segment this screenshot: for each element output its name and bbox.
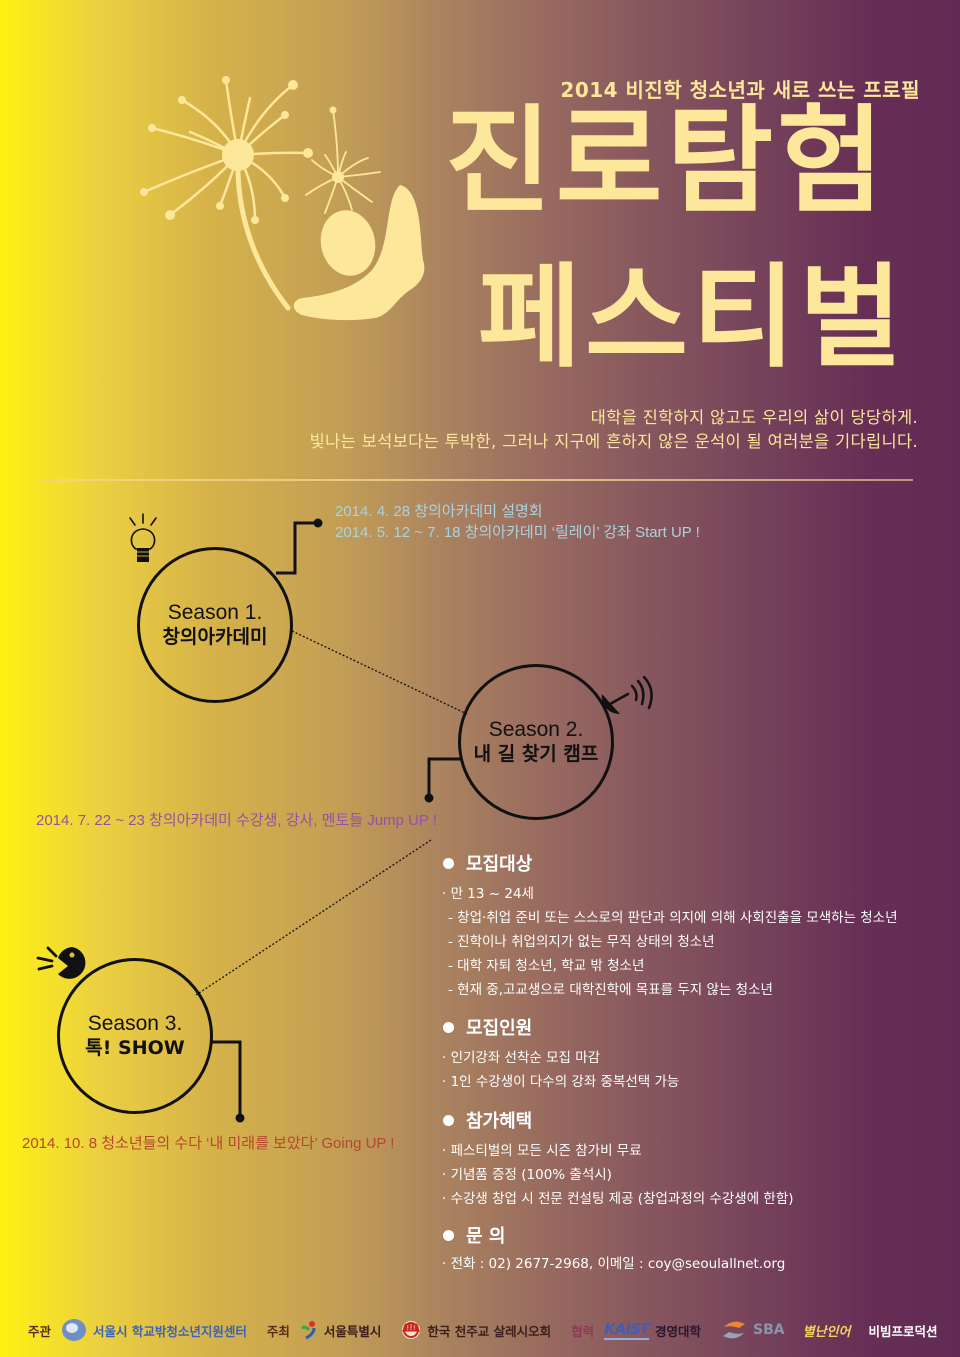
- recruit-target-heading: 모집대상: [440, 850, 898, 876]
- host-salesian: 한국 천주교 살레시오회: [427, 1323, 552, 1339]
- season-1-event-1: 2014. 4. 28 창의아카데미 설명회: [335, 503, 543, 520]
- partner-calligraphy-logo: 별난인어: [802, 1324, 851, 1340]
- benefits-section: 참가혜택 · 페스티벌의 모든 시즌 참가비 무료 · 기념품 증정 (100%…: [440, 1107, 794, 1211]
- salesian-logo-icon: ᚙ: [402, 1321, 421, 1339]
- partner-bibim-production: 비빔프로덕션: [868, 1323, 938, 1339]
- season-3-title: Season 3.: [87, 1012, 183, 1035]
- season-1-circle: Season 1. 창의아카데미: [137, 547, 293, 703]
- sba-logo-icon: [723, 1321, 746, 1339]
- shouting-face-icon: [36, 946, 86, 979]
- season-2-circle: Season 2. 내 길 찾기 캠프: [458, 664, 614, 820]
- lightbulb-icon: [129, 513, 157, 562]
- kaist-logo: KAIST: [604, 1320, 650, 1340]
- bullet-dot-icon: [443, 1021, 454, 1033]
- recruit-count-item: · 1인 수강생이 다수의 강좌 중복선택 가능: [442, 1074, 680, 1090]
- benefit-item: · 기념품 증정 (100% 출석시): [442, 1167, 612, 1183]
- season-1-events: 2014. 4. 28 창의아카데미 설명회 2014. 5. 12 ~ 7. …: [335, 501, 700, 543]
- sponsor-footer: 주관 서울시 학교밖청소년지원센터 주최 서울특별시 ᚙ 한국 천주교 살레시오…: [0, 1314, 960, 1346]
- season-2-title: Season 2.: [488, 718, 584, 741]
- season-2-event: 2014. 7. 22 ~ 23 창의아카데미 수강생, 강사, 멘토들 Jum…: [36, 812, 437, 829]
- season-3-circle: Season 3. 톡! SHOW: [57, 958, 213, 1114]
- poster-title-line-2: 페스티벌: [478, 253, 907, 383]
- bullet-dot-icon: [443, 857, 454, 869]
- benefits-heading: 참가혜택: [440, 1107, 794, 1133]
- season-2-subtitle: 내 길 찾기 캠프: [473, 743, 599, 765]
- poster-subtitle: 2014 비진학 청소년과 새로 쓰는 프로필: [560, 78, 920, 102]
- season-3-subtitle: 톡! SHOW: [85, 1037, 185, 1059]
- season-1-subtitle: 창의아카데미: [162, 626, 268, 648]
- recruit-target-item: - 대학 자퇴 청소년, 학교 밖 청소년: [448, 958, 645, 974]
- contact-heading: 문 의: [440, 1222, 785, 1248]
- recruit-count-heading: 모집인원: [440, 1014, 679, 1040]
- recruit-target-item: - 진학이나 취업의지가 없는 무직 상태의 청소년: [448, 934, 715, 950]
- recruit-count-section: 모집인원 · 인기강좌 선착순 모집 마감 · 1인 수강생이 다수의 강좌 중…: [440, 1014, 679, 1094]
- host-seoul: 서울특별시: [323, 1323, 382, 1339]
- tagline: 대학을 진학하지 않고도 우리의 삶이 당당하게. 빛나는 보석보다는 투박한,…: [310, 406, 918, 454]
- host-label: 주최: [266, 1323, 290, 1339]
- recruit-target-heading-text: 모집대상: [466, 854, 533, 875]
- recruit-target-item: - 현재 중,고교생으로 대학진학에 목표를 두지 않는 청소년: [448, 982, 773, 998]
- partner-sba: SBA: [753, 1322, 785, 1338]
- season-3-event: 2014. 10. 8 청소년들의 수다 ‘내 미래를 보았다’ Going U…: [22, 1135, 395, 1152]
- season-1-event-2: 2014. 5. 12 ~ 7. 18 창의아카데미 ‘릴레이’ 강좌 Star…: [335, 524, 700, 541]
- contact-info: · 전화 : 02) 2677-2968, 이메일 : coy@seoulall…: [442, 1256, 786, 1272]
- dandelion-figure-illustration: [140, 76, 425, 321]
- recruit-target-item: - 창업·취업 준비 또는 스스로의 판단과 의지에 의해 사회진출을 모색하는…: [448, 910, 898, 926]
- benefits-heading-text: 참가혜택: [466, 1111, 533, 1132]
- organizer-name: 서울시 학교밖청소년지원센터: [93, 1323, 247, 1339]
- recruit-target-section: 모집대상 · 만 13 ~ 24세 - 창업·취업 준비 또는 스스로의 판단과…: [440, 850, 898, 1002]
- bullet-dot-icon: [443, 1229, 454, 1241]
- recruit-count-item: · 인기강좌 선착순 모집 마감: [442, 1050, 601, 1066]
- divider-line: [40, 479, 913, 481]
- organizer-label: 주관: [28, 1323, 52, 1339]
- globe-logo-icon: [62, 1319, 87, 1341]
- tagline-line-2: 빛나는 보석보다는 투박한, 그러나 지구에 흔하지 않은 운석이 될 여러분을…: [309, 432, 918, 451]
- bullet-dot-icon: [443, 1114, 454, 1126]
- benefit-item: · 페스티벌의 모든 시즌 참가비 무료: [442, 1143, 642, 1159]
- benefit-item: · 수강생 창업 시 전문 컨설팅 제공 (창업과정의 수강생에 한함): [442, 1191, 794, 1207]
- contact-section: 문 의 · 전화 : 02) 2677-2968, 이메일 : coy@seou…: [440, 1222, 785, 1276]
- tagline-line-1: 대학을 진학하지 않고도 우리의 삶이 당당하게.: [590, 408, 918, 427]
- poster-title-line-1: 진로탐험: [445, 94, 888, 229]
- svg-text:ᚙ: ᚙ: [402, 1323, 421, 1337]
- partner-business-school: 경영대학: [655, 1323, 702, 1339]
- satellite-dish-icon: [601, 676, 653, 714]
- seoul-city-logo-icon: [301, 1321, 316, 1340]
- partner-label: 협력: [571, 1323, 595, 1339]
- recruit-age: · 만 13 ~ 24세: [442, 886, 534, 902]
- contact-heading-text: 문 의: [466, 1226, 506, 1247]
- season-1-title: Season 1.: [167, 601, 263, 624]
- recruit-count-heading-text: 모집인원: [466, 1018, 533, 1039]
